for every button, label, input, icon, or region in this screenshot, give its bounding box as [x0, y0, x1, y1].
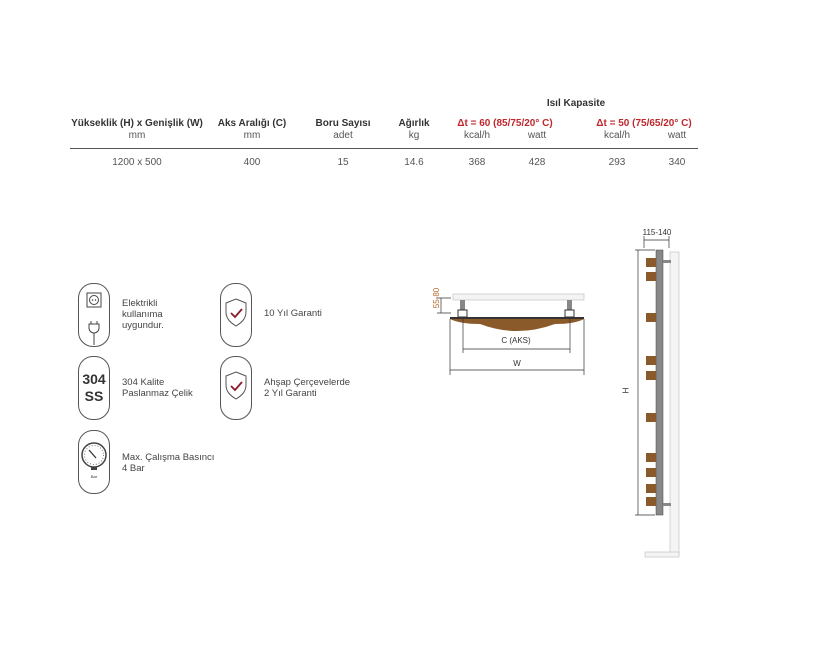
wood-bar [646, 356, 656, 365]
col-unit-weight: kg [408, 130, 420, 141]
col-header-dt60: Δt = 60 (85/75/20° C) [457, 118, 553, 129]
cell-dt50-kcal: 293 [608, 157, 626, 168]
depth-label: 55-80 [432, 287, 441, 309]
axis-label: C (AKS) [501, 336, 531, 345]
wood-bar [646, 413, 656, 422]
wood-bar [646, 484, 656, 493]
cell-tubes: 15 [337, 157, 349, 168]
wood-bar [646, 468, 656, 477]
col-unit-dt60-watt: watt [527, 130, 547, 141]
col-header-weight: Ağırlık [398, 118, 430, 129]
height-label: H [621, 387, 631, 394]
cell-axis: 400 [243, 157, 261, 168]
col-unit-tubes: adet [333, 130, 353, 141]
group-header: Isıl Kapasite [546, 98, 606, 109]
table-divider [70, 148, 698, 149]
wood-bar [646, 313, 656, 322]
shield-check-icon [220, 283, 252, 347]
col-unit-dt60-kcal: kcal/h [463, 130, 491, 141]
width-label: W [513, 359, 521, 368]
pressure-gauge-icon: Bar [78, 430, 110, 494]
wood-bar [646, 453, 656, 462]
col-header-axis: Aks Aralığı (C) [217, 118, 287, 129]
cell-dt60-kcal: 368 [468, 157, 486, 168]
col-unit-dt50-kcal: kcal/h [603, 130, 631, 141]
col-unit-dt50-watt: watt [667, 130, 687, 141]
offset-label: 115-140 [642, 228, 672, 237]
cell-dt60-watt: 428 [528, 157, 546, 168]
cell-size: 1200 x 500 [112, 157, 162, 168]
socket-plug-icon [78, 283, 110, 347]
col-unit-axis: mm [243, 130, 261, 141]
col-header-dt50: Δt = 50 (75/65/20° C) [596, 118, 692, 129]
wood-bar [646, 272, 656, 281]
feature-warranty-10: 10 Yıl Garanti [264, 308, 322, 319]
cell-dt50-watt: 340 [668, 157, 686, 168]
top-view-diagram [437, 293, 585, 375]
side-view-diagram [635, 236, 680, 558]
col-header-size: Yükseklik (H) x Genişlik (W) [71, 118, 203, 129]
col-header-tubes: Boru Sayısı [315, 118, 371, 129]
wood-bar [646, 258, 656, 267]
wood-bar [646, 497, 656, 506]
shield-check-icon [220, 356, 252, 420]
cell-weight: 14.6 [404, 157, 424, 168]
wood-bar [646, 371, 656, 380]
col-unit-size: mm [128, 130, 146, 141]
gauge-label: Bar [90, 474, 98, 479]
